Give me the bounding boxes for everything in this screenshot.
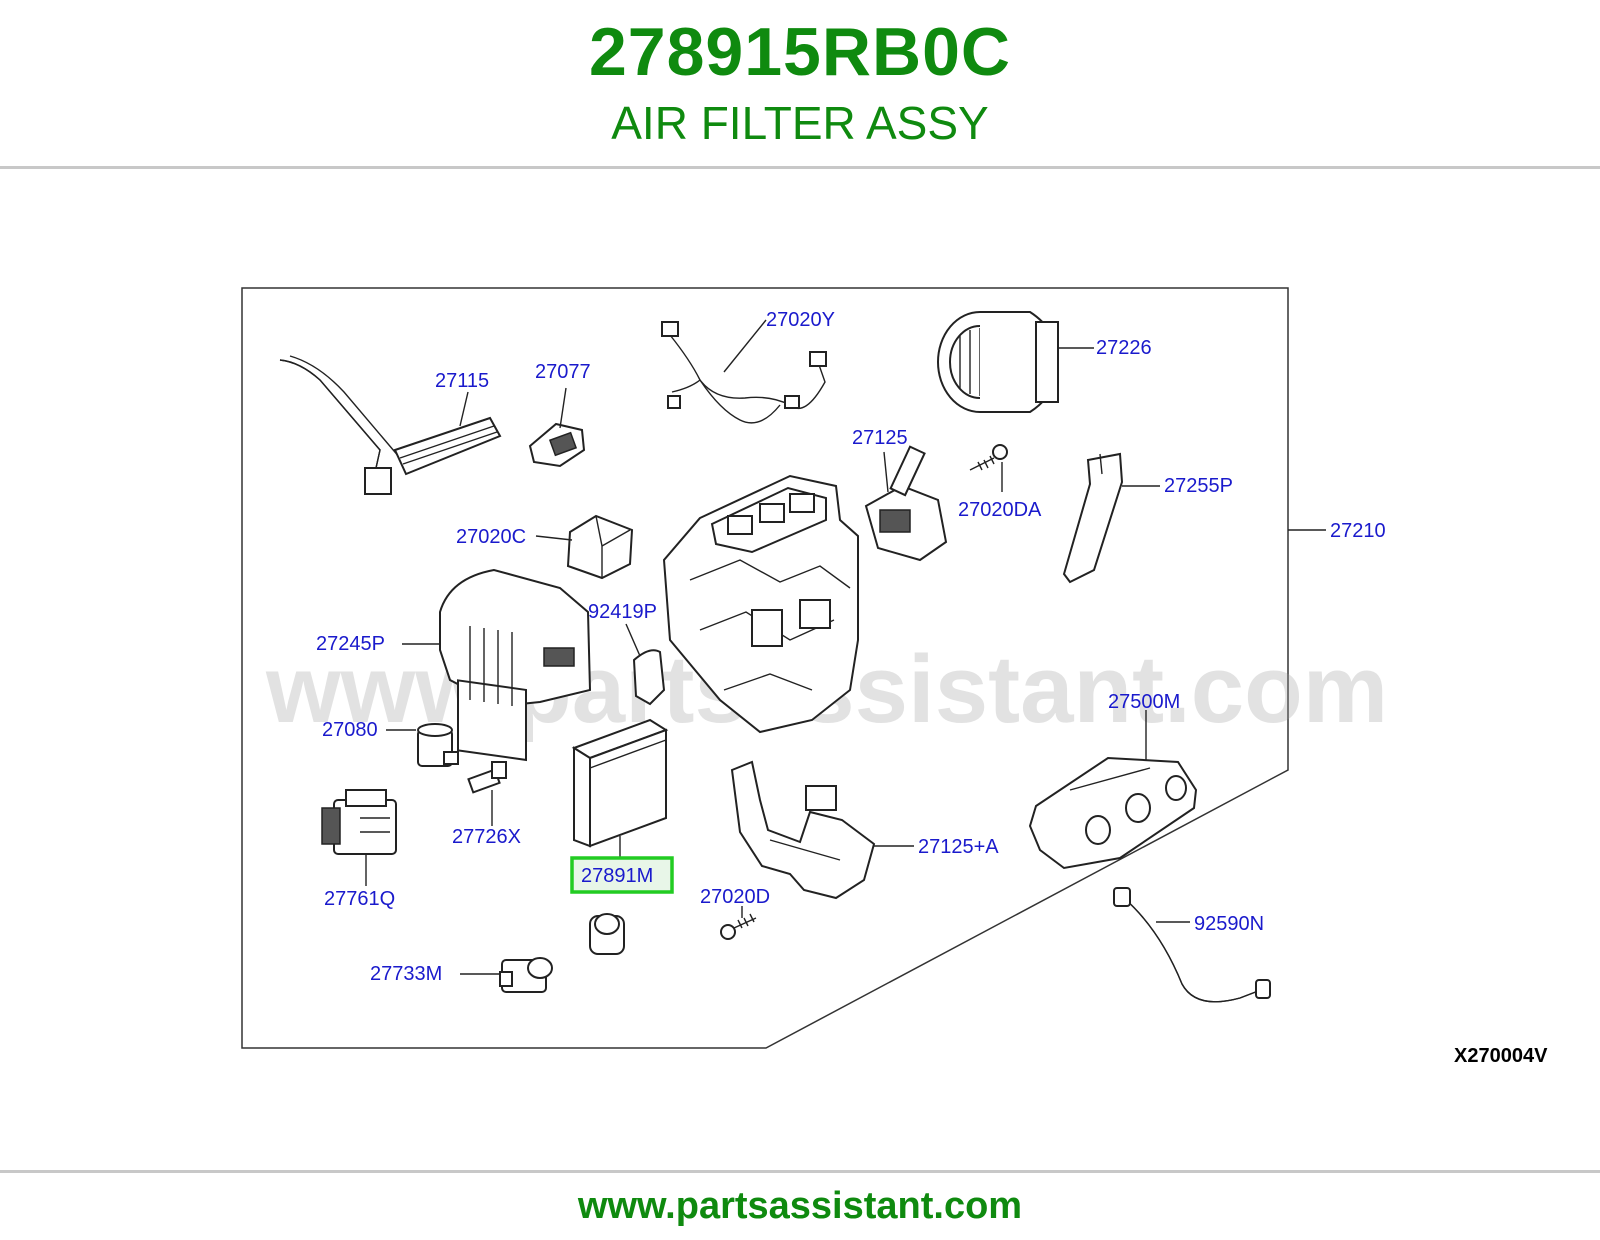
leader-27077 — [559, 387, 567, 429]
leader-27020C — [535, 535, 573, 541]
part-sensor-27726X — [467, 761, 507, 794]
part-actuator-27125 — [864, 445, 948, 562]
part-bracket-27077 — [528, 422, 586, 468]
exploded-parts-diagram: www.partsassistant.com — [241, 287, 1548, 1067]
part-duct-27125A — [730, 760, 876, 900]
leader-27020Y — [723, 319, 767, 373]
part-actuator-27733M — [499, 957, 553, 993]
callout-27077[interactable]: 27077 — [535, 361, 591, 383]
callout-27020Y[interactable]: 27020Y — [766, 309, 835, 331]
part-screw-27020DA — [969, 444, 1008, 471]
part-blower-motor — [937, 311, 1060, 413]
header-divider — [0, 166, 1600, 169]
part-screw-27020D — [720, 913, 757, 940]
part-control-panel — [1028, 756, 1198, 870]
part-module-27761Q — [321, 789, 397, 855]
part-actuator-27080 — [417, 723, 459, 767]
callout-27125A[interactable]: 27125+A — [918, 836, 999, 858]
callout-27500M[interactable]: 27500M — [1108, 691, 1180, 713]
callout-27761Q[interactable]: 27761Q — [324, 888, 395, 910]
part-hvac-housing — [662, 474, 859, 734]
part-air-filter[interactable] — [571, 718, 669, 848]
callout-27125[interactable]: 27125 — [852, 427, 908, 449]
highlight-box-27891M[interactable] — [570, 856, 674, 894]
part-blower-case — [439, 568, 592, 762]
assembly-frame — [241, 287, 1289, 1049]
part-drain-hose — [1113, 887, 1271, 1003]
part-heater-core — [279, 355, 502, 495]
part-duct-27255P — [1062, 452, 1124, 584]
callout-92590N[interactable]: 92590N — [1194, 913, 1264, 935]
callout-27226[interactable]: 27226 — [1096, 337, 1152, 359]
callout-92419P[interactable]: 92419P — [588, 601, 657, 623]
footer-divider — [0, 1170, 1600, 1173]
part-number-title: 278915RB0C — [588, 14, 1012, 90]
page-header: 278915RB0C AIR FILTER ASSY — [0, 0, 1600, 168]
callout-27115[interactable]: 27115 — [435, 370, 489, 392]
leader-92419P — [625, 623, 641, 657]
part-wire-harness — [661, 321, 827, 424]
part-clip-under-filter — [589, 913, 625, 955]
callout-27020D[interactable]: 27020D — [700, 886, 770, 908]
callout-27210[interactable]: 27210 — [1330, 520, 1386, 542]
callout-27245P[interactable]: 27245P — [316, 633, 385, 655]
callout-27726X[interactable]: 27726X — [452, 826, 521, 848]
callout-27020C[interactable]: 27020C — [456, 526, 526, 548]
part-bracket-92419P — [632, 649, 666, 706]
footer-link[interactable]: www.partsassistant.com — [577, 1185, 1023, 1227]
callout-27733M[interactable]: 27733M — [370, 963, 442, 985]
leader-27125 — [883, 451, 889, 493]
part-name-subtitle: AIR FILTER ASSY — [611, 97, 989, 149]
callout-27020DA[interactable]: 27020DA — [958, 499, 1042, 521]
callout-27255P[interactable]: 27255P — [1164, 475, 1233, 497]
callout-27080[interactable]: 27080 — [322, 719, 378, 741]
callout-27891M[interactable]: 27891M — [581, 865, 653, 887]
reference-code: X270004V — [1454, 1045, 1548, 1067]
part-foam-27020C — [566, 514, 634, 580]
leader-27115 — [459, 391, 469, 427]
